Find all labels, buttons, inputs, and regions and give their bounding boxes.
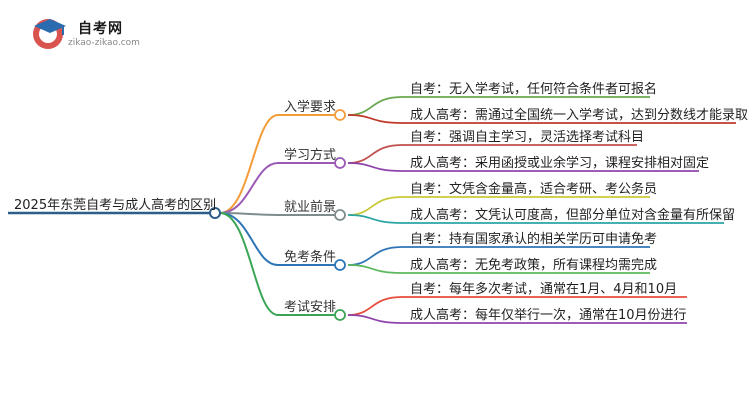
graduation-cap-logo-icon xyxy=(33,19,66,49)
branch-3-leaf-1-connector xyxy=(347,264,403,274)
branch-2-leaf-1-label: 成人高考：文凭认可度高，但部分单位对含金量有所保留 xyxy=(410,208,736,223)
branch-4-leaf-1-label: 成人高考：每年仅举行一次，通常在10月份进行 xyxy=(410,308,687,323)
branch-1-leaf-1-connector xyxy=(347,162,403,172)
branch-3-node xyxy=(334,259,346,271)
branch-0-leaf-0-label: 自考：无入学考试，任何符合条件者可报名 xyxy=(410,82,658,97)
branch-2-node xyxy=(334,209,346,221)
branch-1-leaf-0-label: 自考：强调自主学习，灵活选择考试科目 xyxy=(410,130,645,145)
branch-0-label: 入学要求 xyxy=(284,100,337,115)
branch-2-label: 就业前景 xyxy=(284,200,337,215)
branch-0-leaf-0-connector xyxy=(347,96,403,116)
logo-url: zikao-zikao.com xyxy=(68,38,140,48)
branch-1-node xyxy=(334,157,346,169)
branch-1-label: 学习方式 xyxy=(284,148,337,163)
branch-4-leaf-1-connector xyxy=(347,314,403,324)
branch-4-leaf-0-connector xyxy=(347,296,403,316)
branch-3-leaf-1-label: 成人高考：无免考政策，所有课程均需完成 xyxy=(410,258,658,273)
branch-0-connector xyxy=(219,114,279,214)
branch-3-leaf-0-connector xyxy=(347,246,403,266)
branch-3-connector xyxy=(219,212,279,266)
branch-0-leaf-1-connector xyxy=(347,114,403,124)
branch-2-leaf-0-label: 自考：文凭含金量高，适合考研、考公务员 xyxy=(410,182,658,197)
logo-name: 自考网 xyxy=(78,21,123,37)
branch-4-label: 考试安排 xyxy=(284,300,337,315)
branch-4-connector xyxy=(219,212,279,316)
root-node xyxy=(209,207,221,219)
branch-3-label: 免考条件 xyxy=(284,250,337,265)
branch-4-node xyxy=(334,309,346,321)
branch-0-leaf-1-label: 成人高考：需通过全国统一入学考试，达到分数线才能录取 xyxy=(410,108,749,123)
branch-3-leaf-0-label: 自考：持有国家承认的相关学历可申请免考 xyxy=(410,232,658,247)
branch-0-node xyxy=(334,109,346,121)
branch-1-leaf-1-label: 成人高考：采用函授或业余学习，课程安排相对固定 xyxy=(410,156,710,171)
branch-4-leaf-0-label: 自考：每年多次考试，通常在1月、4月和10月 xyxy=(410,282,678,297)
root-topic-label: 2025年东莞自考与成人高考的区别 xyxy=(14,198,217,213)
branch-2-leaf-0-connector xyxy=(347,196,403,216)
branch-1-connector xyxy=(219,162,279,214)
site-logo[interactable]: 自考网 zikao-zikao.com xyxy=(28,12,208,52)
branch-1-leaf-0-connector xyxy=(347,144,403,164)
branch-2-leaf-1-connector xyxy=(347,214,403,224)
